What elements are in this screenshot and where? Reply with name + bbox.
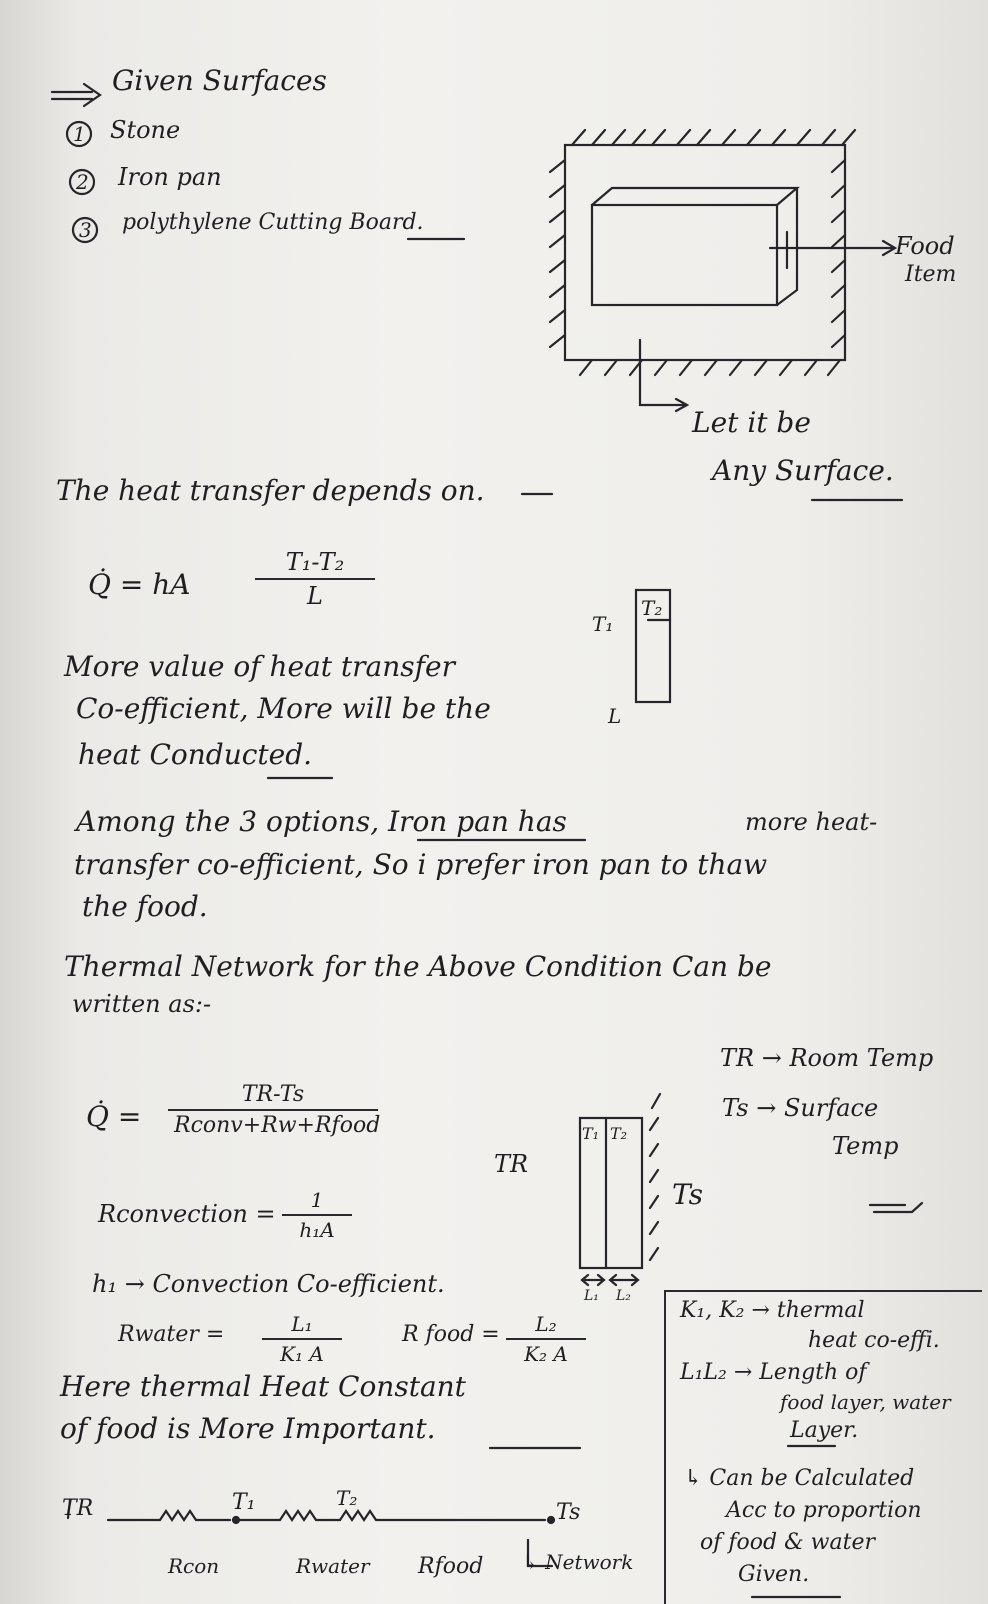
option-stone: Stone <box>110 116 181 144</box>
q-fraction: T₁-T₂ L <box>255 548 375 610</box>
network-label-rfood: Rfood <box>418 1554 484 1579</box>
slab-t2: T₂ <box>641 596 663 620</box>
network-label: ↳ Network <box>522 1550 634 1574</box>
rconv-numerator: 1 <box>310 1188 324 1212</box>
box-c-line-3: of food & water <box>700 1530 875 1555</box>
network-ts: Ts <box>672 1178 704 1211</box>
slab-length: L <box>608 704 622 728</box>
rconv-fraction: 1 h₁A <box>282 1188 352 1242</box>
box-l-line-2: food layer, water <box>780 1390 951 1414</box>
rwater-denominator: K₁ A <box>280 1342 324 1366</box>
network-label-rwater: Rwater <box>296 1554 370 1578</box>
network-tr: TR <box>494 1150 529 1178</box>
h1-definition: h₁ → Convection Co-efficient. <box>92 1270 445 1298</box>
slab2-t2: T₂ <box>610 1124 628 1143</box>
slab-layers <box>578 1116 644 1270</box>
food-label-item: Item <box>905 262 957 287</box>
implies-arrow-icon <box>50 82 102 108</box>
choice-line-2: transfer co-efficient, So i prefer iron … <box>74 848 768 881</box>
circle-two-icon <box>68 168 96 196</box>
rconv-lhs: Rconvection = <box>98 1200 276 1228</box>
option-number: 2 <box>76 170 89 194</box>
rconv-denominator: h₁A <box>299 1218 335 1242</box>
option-number: 1 <box>73 122 86 146</box>
rwater-fraction: L₁ K₁ A <box>262 1312 342 1366</box>
slab-t1: T₁ <box>592 612 614 636</box>
slab2-l1: L₁ <box>584 1288 599 1304</box>
heat-line-2: Co-efficient, More will be the <box>76 692 491 725</box>
choice-line-1: Among the 3 options, Iron pan has <box>76 805 567 838</box>
rfood-fraction: L₂ K₂ A <box>506 1312 586 1366</box>
network-intro-2: written as:- <box>72 990 212 1018</box>
q-denominator: L <box>307 582 323 610</box>
rfood-numerator: L₂ <box>535 1312 557 1336</box>
q-numerator: T₁-T₂ <box>285 548 345 576</box>
box-c-line-2: Acc to proportion <box>726 1498 922 1523</box>
rfood-denominator: K₂ A <box>524 1342 568 1366</box>
option-number: 3 <box>79 218 92 242</box>
dim-arrow-l1-icon <box>580 1273 606 1287</box>
hatching-top <box>570 128 857 147</box>
note-line-2: of food is More Important. <box>60 1412 436 1445</box>
legend-surface-temp: Temp <box>832 1132 899 1160</box>
box-l-line-1: L₁L₂ → Length of <box>680 1360 867 1385</box>
slab-wall <box>634 588 672 704</box>
slab2-t1: T₁ <box>582 1124 600 1143</box>
food-label: Food <box>895 232 955 260</box>
box-l-line-3: Layer. <box>790 1418 859 1443</box>
definitions-box <box>664 1290 982 1604</box>
hatching-left <box>548 158 567 349</box>
q-network-fraction: TR-Ts Rconv+Rw+Rfood <box>168 1082 381 1138</box>
surface-label-any: Any Surface. <box>712 454 894 487</box>
network-node-t1: T₁ <box>232 1490 256 1515</box>
heat-line-1: More value of heat transfer <box>64 650 455 683</box>
legend-surface: Ts → Surface <box>722 1094 879 1122</box>
dim-arrow-l2-icon <box>608 1273 640 1287</box>
rwater-numerator: L₁ <box>291 1312 313 1336</box>
surface-label: Let it be <box>692 406 811 439</box>
legend-room-temp: TR → Room Temp <box>720 1044 934 1072</box>
note-line-1: Here thermal Heat Constant <box>60 1370 466 1403</box>
box-k-line-1: K₁, K₂ → thermal <box>680 1298 865 1323</box>
q-network-denominator: Rconv+Rw+Rfood <box>174 1113 381 1138</box>
network-node-tr: TR <box>62 1496 94 1521</box>
network-node-t2: T₂ <box>336 1486 358 1510</box>
option-iron-pan: Iron pan <box>118 163 222 191</box>
food-item-box <box>590 203 779 307</box>
slab-hatching <box>648 1092 662 1262</box>
network-intro-1: Thermal Network for the Above Condition … <box>64 950 772 983</box>
choice-line-3: the food. <box>82 890 208 923</box>
q-network-numerator: TR-Ts <box>241 1082 305 1107</box>
box-k-line-2: heat co-effi. <box>808 1328 940 1353</box>
resistor-rcon <box>106 1509 232 1522</box>
resistor-rfood <box>338 1509 547 1522</box>
resistor-rwater <box>238 1509 342 1522</box>
circle-one-icon <box>65 120 93 148</box>
box-c-line-4: Given. <box>738 1562 810 1587</box>
slab2-l2: L₂ <box>616 1288 631 1304</box>
heat-intro: The heat transfer depends on. <box>56 474 485 507</box>
q-network-lhs: Q̇ = <box>86 1100 142 1133</box>
q-equation-lhs: Q̇ = hA <box>88 568 191 601</box>
choice-line-1b: more heat- <box>745 808 878 836</box>
rwater-lhs: Rwater = <box>118 1322 225 1347</box>
option-cutting-board: polythylene Cutting Board. <box>122 210 424 235</box>
given-title: Given Surfaces <box>112 64 327 97</box>
box-c-line-1: ↳ Can be Calculated <box>684 1466 915 1491</box>
enclosure-box <box>563 143 847 362</box>
hatching-bottom <box>578 358 842 377</box>
food-arrow-icon <box>768 239 898 257</box>
rfood-lhs: R food = <box>402 1322 500 1347</box>
hatching-right <box>830 158 847 349</box>
heat-line-3: heat Conducted. <box>78 738 313 771</box>
circle-three-icon <box>71 216 99 244</box>
network-label-rcon: Rcon <box>168 1554 220 1578</box>
surface-arrow-icon <box>638 338 690 413</box>
network-node-ts: Ts <box>556 1500 581 1525</box>
